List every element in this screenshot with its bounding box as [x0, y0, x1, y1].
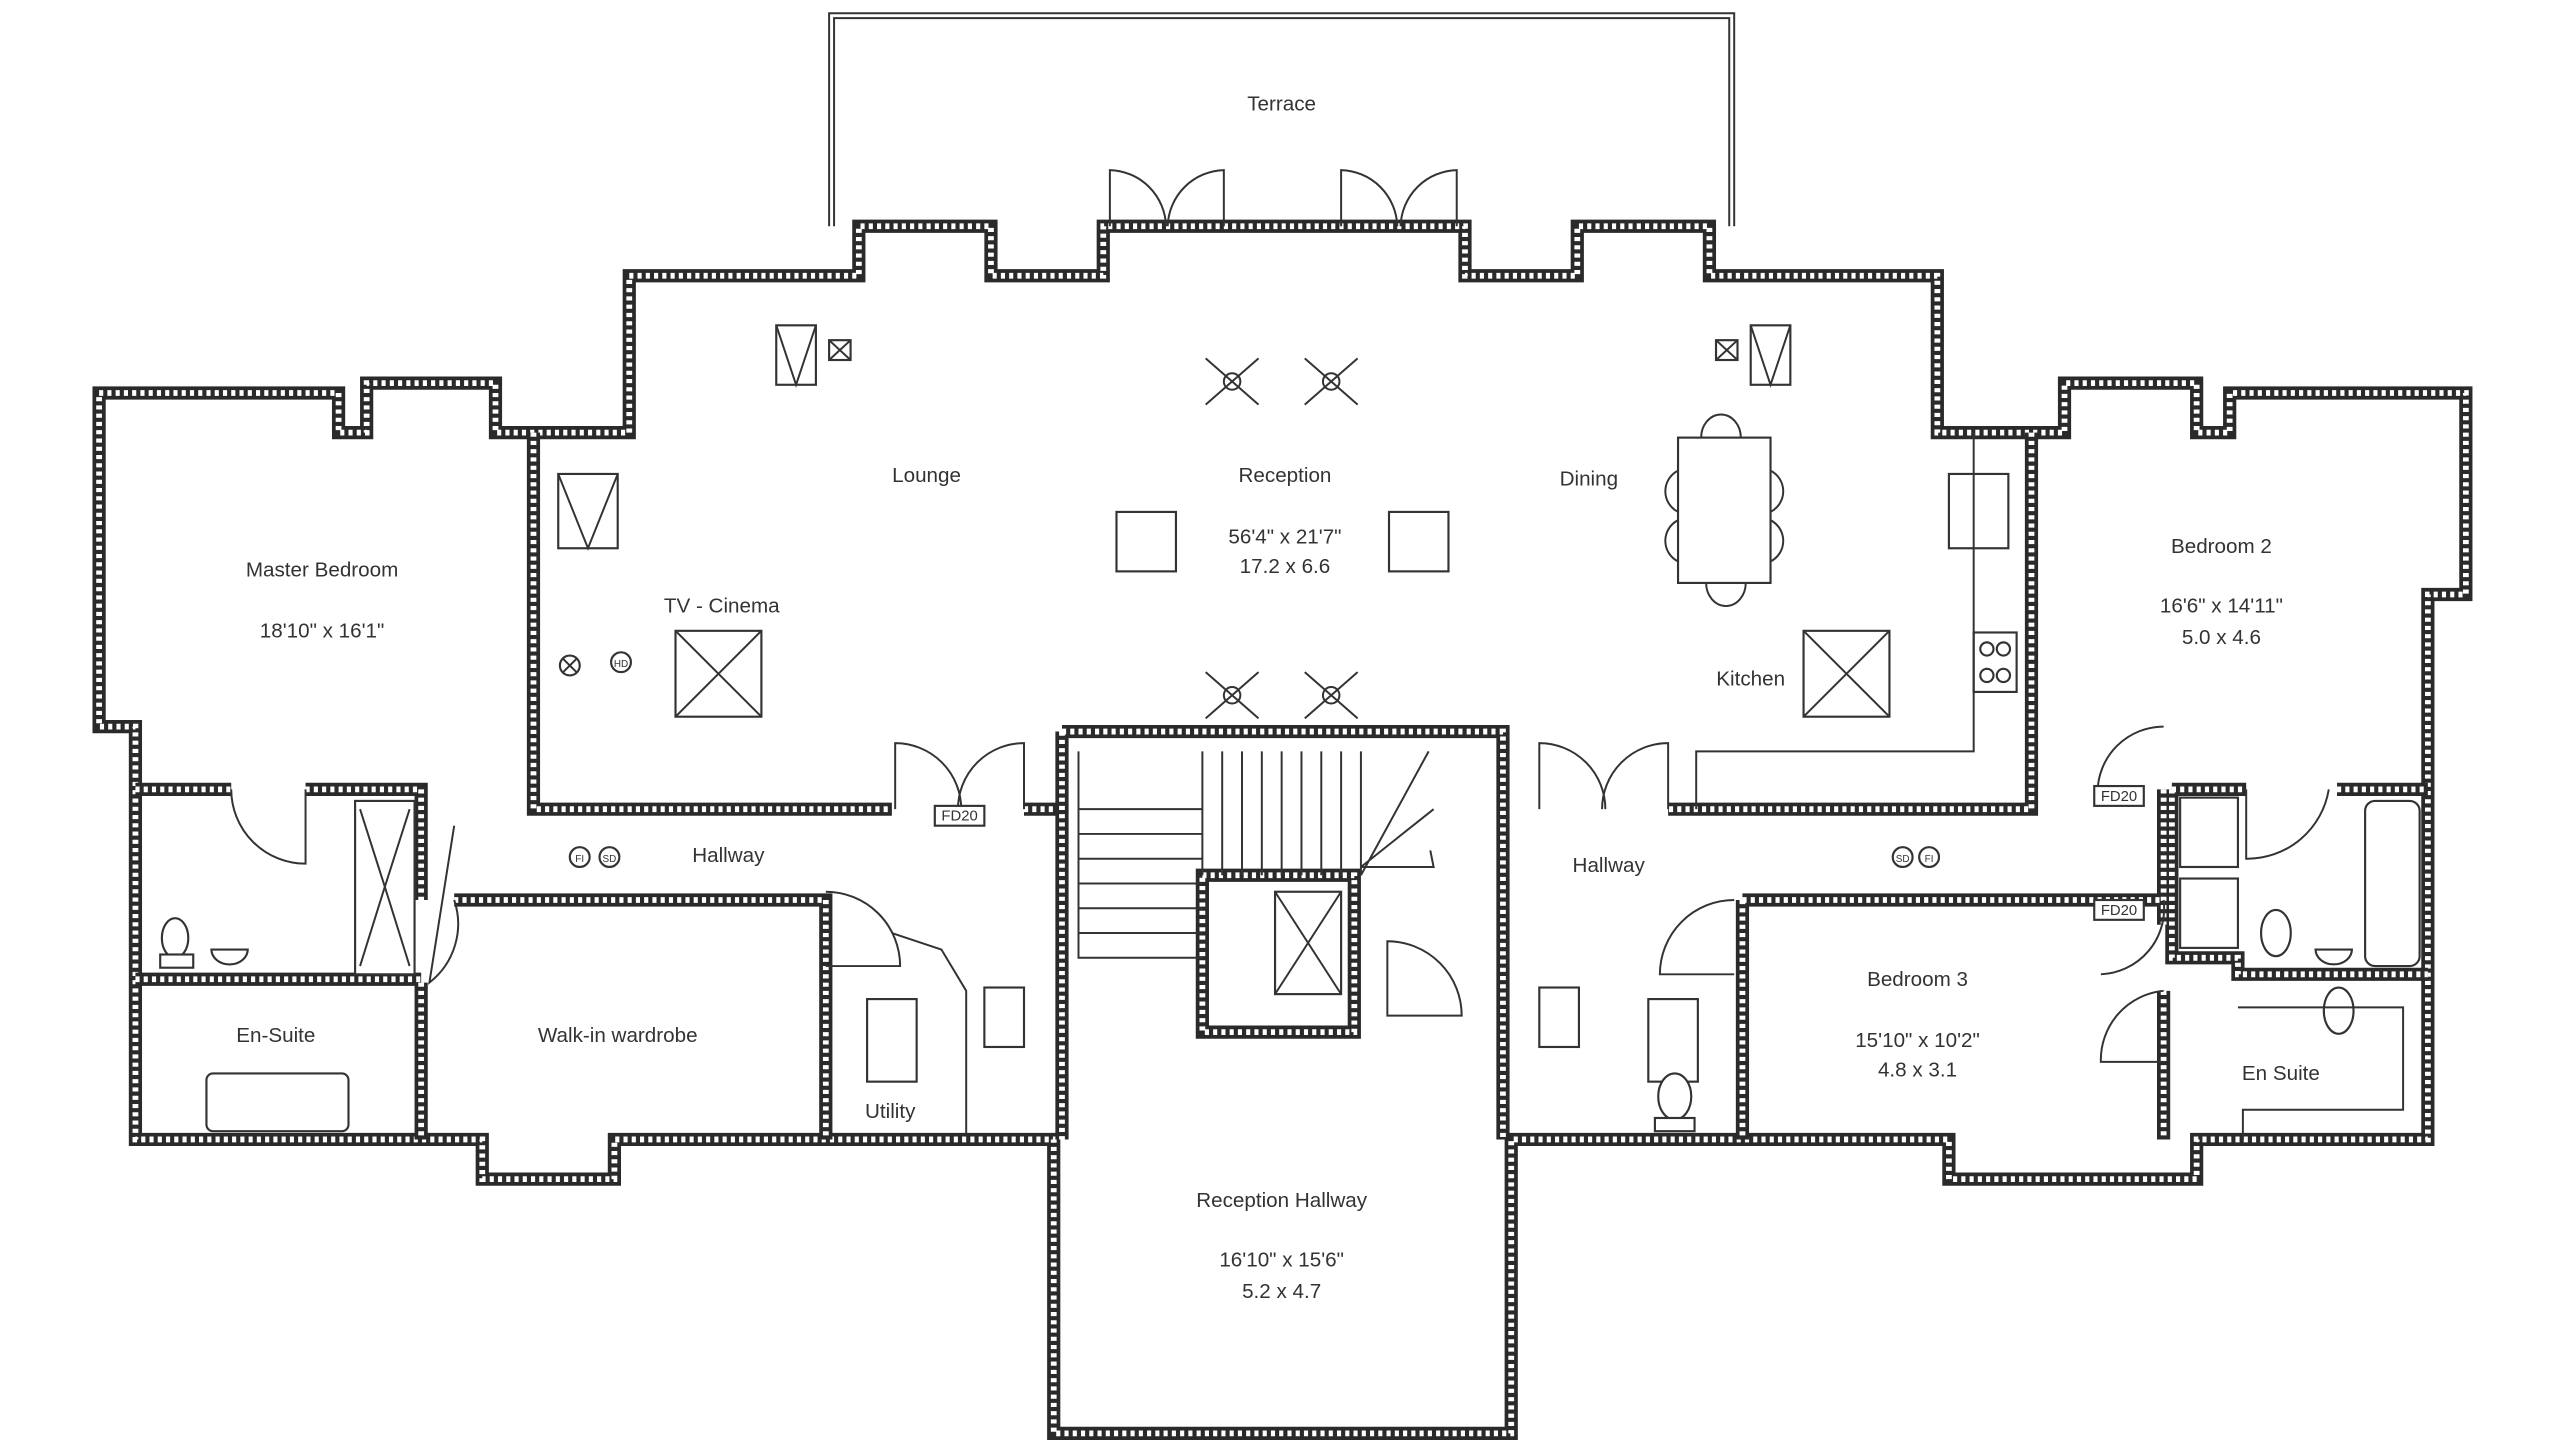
bedroom-2-dim-imperial: 16'6" x 14'11" — [2160, 595, 2283, 618]
lift — [1273, 890, 1343, 996]
fire-indicator-tag: FI — [1925, 854, 1934, 865]
fire-door-tag: FD20 — [2101, 789, 2137, 805]
room-labels: Terrace Lounge Reception 56'4" x 21'7" 1… — [236, 93, 2320, 1303]
symbol-tags: FD20 FD20 FD20 FI SD SD FI HD — [558, 651, 2145, 921]
fire-door-tag: FD20 — [2101, 903, 2137, 919]
label-ensuite-left: En-Suite — [236, 1024, 315, 1047]
fire-door-tag: FD20 — [941, 809, 977, 825]
label-tv-cinema: TV - Cinema — [664, 595, 780, 618]
label-hallway-right: Hallway — [1573, 854, 1646, 877]
label-kitchen: Kitchen — [1716, 667, 1785, 690]
bedroom-3-dim-imperial: 15'10" x 10'2" — [1855, 1029, 1980, 1052]
label-bedroom-3: Bedroom 3 — [1867, 968, 1968, 991]
label-utility: Utility — [865, 1100, 916, 1123]
label-reception: Reception — [1239, 464, 1332, 487]
staircase — [1077, 750, 1435, 959]
fire-indicator-tag: FI — [575, 854, 584, 865]
label-terrace: Terrace — [1247, 93, 1316, 116]
label-master-bedroom: Master Bedroom — [246, 558, 398, 581]
heat-detector-tag: HD — [614, 659, 628, 670]
bedroom-3-dim-metric: 4.8 x 3.1 — [1878, 1059, 1957, 1082]
reception-dim-metric: 17.2 x 6.6 — [1240, 555, 1331, 578]
label-hallway-left: Hallway — [692, 844, 765, 867]
terrace-outline — [828, 12, 1736, 227]
label-walkin-wardrobe: Walk-in wardrobe — [538, 1024, 698, 1047]
reception-dim-imperial: 56'4" x 21'7" — [1228, 525, 1341, 548]
smoke-detector-tag: SD — [1896, 854, 1910, 865]
interior-walls — [135, 432, 2428, 1140]
label-dining: Dining — [1560, 468, 1618, 491]
label-ensuite-right: En Suite — [2242, 1062, 2320, 1085]
smoke-detector-tag: SD — [603, 854, 617, 865]
label-lounge: Lounge — [892, 464, 961, 487]
bedroom-2-dim-metric: 5.0 x 4.6 — [2182, 626, 2261, 649]
label-bedroom-2: Bedroom 2 — [2171, 535, 2272, 558]
reception-hallway-dim-imperial: 16'10" x 15'6" — [1219, 1249, 1344, 1272]
doors — [230, 169, 2330, 1063]
reception-hallway-dim-metric: 5.2 x 4.7 — [1242, 1280, 1321, 1303]
exterior-walls — [92, 219, 2473, 1440]
fixtures — [159, 324, 2421, 1140]
label-reception-hallway: Reception Hallway — [1196, 1189, 1368, 1212]
master-bedroom-dim: 18'10" x 16'1" — [260, 619, 385, 642]
